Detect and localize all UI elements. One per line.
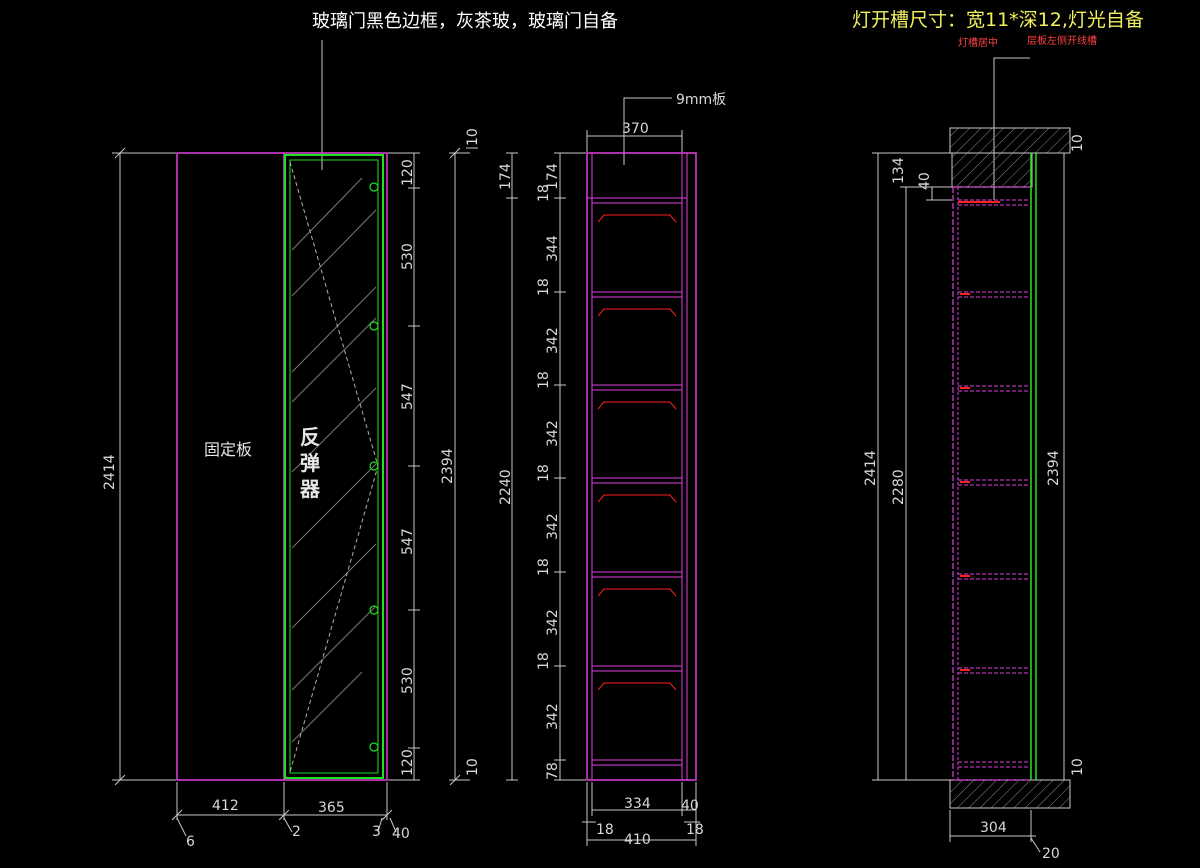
- front-inner-height-dim: [449, 147, 478, 786]
- rebound-device-label: 反 弹 器: [299, 425, 321, 501]
- side-total-width: 410: [624, 832, 651, 848]
- side-view: 370 174 18 344 18 342 18 342 18 342 18 3…: [536, 121, 704, 848]
- section-top-box-dim: 134: [891, 157, 907, 184]
- side-light-slots: [597, 214, 677, 691]
- section-height-right: 2394: [1046, 450, 1062, 486]
- front-height-dim: [112, 147, 176, 786]
- front-top-gap: 174: [498, 163, 514, 190]
- door-seg-4: 547: [400, 528, 416, 555]
- side-vdim-7: 342: [545, 420, 561, 447]
- section-bottom-width: 304: [980, 820, 1007, 836]
- side-vdim-6: 18: [536, 371, 552, 389]
- front-right-height-dim: [506, 152, 518, 781]
- door-seg-1: 120: [400, 159, 416, 186]
- fixed-panel-label: 固定板: [204, 440, 252, 459]
- door-seg-5: 530: [400, 667, 416, 694]
- front-inner-height: 2394: [440, 448, 456, 484]
- section-height-inner: 2280: [891, 469, 907, 505]
- front-bottom-offset: 10: [465, 758, 481, 776]
- section-top-block: [949, 127, 1071, 154]
- side-vdim-3: 344: [545, 235, 561, 262]
- side-vdim-4: 18: [536, 278, 552, 296]
- front-bottom-dim-2: 2: [292, 824, 301, 840]
- side-inner-width: 334: [624, 796, 651, 812]
- front-view: 固定板 反 弹 器: [102, 128, 518, 850]
- section-bottom-offset: 10: [1070, 758, 1086, 776]
- section-bottom-gap: 20: [1042, 846, 1060, 862]
- board-leader: [623, 97, 672, 165]
- section-height-total: 2414: [863, 450, 879, 486]
- side-outer-frame: [586, 152, 697, 781]
- section-top-offset: 10: [1070, 134, 1086, 152]
- door-seg-6: 120: [400, 749, 416, 776]
- side-width-top: 370: [622, 121, 649, 137]
- side-shelves: [591, 197, 683, 766]
- section-right-dims: [1036, 152, 1070, 781]
- side-vdim-14: 78: [545, 762, 561, 780]
- section-left-dims: [872, 152, 952, 781]
- section-bottom-dims: [949, 810, 1041, 853]
- side-top-dim: [586, 130, 683, 152]
- side-vdim-13: 342: [545, 703, 561, 730]
- board-note: 9mm板: [676, 92, 726, 108]
- rebound-char-3: 器: [299, 477, 321, 501]
- front-top-offset: 10: [465, 128, 481, 146]
- side-vdim-12: 18: [536, 652, 552, 670]
- front-bottom-dim-3: 3: [372, 824, 381, 840]
- section-carcass: [952, 186, 1032, 781]
- front-width-left: 412: [212, 798, 239, 814]
- side-right-gap: 40: [681, 798, 699, 814]
- rebound-char-1: 反: [300, 425, 320, 449]
- door-seg-2: 530: [400, 243, 416, 270]
- side-vdim-2: 18: [536, 184, 552, 202]
- door-segment-dims: [388, 152, 420, 781]
- side-slot-note: 层板左侧开线槽: [1027, 34, 1097, 47]
- side-vdim-10: 18: [536, 558, 552, 576]
- section-bottom-block: [949, 779, 1071, 809]
- front-right-height: 2240: [498, 469, 514, 505]
- front-bottom-dim-1: 6: [186, 834, 195, 850]
- door-seg-3: 547: [400, 383, 416, 410]
- section-view: 2414 2280 134 40 2394 10 10 304 20: [863, 127, 1086, 862]
- glass-reflection-lines: [291, 177, 377, 743]
- section-light-slots: [958, 201, 1000, 671]
- glass-door-note: 玻璃门黑色边框，灰茶玻，玻璃门自备: [312, 11, 618, 32]
- light-slot-note: 灯开槽尺寸：宽11*深12,灯光自备: [852, 9, 1144, 31]
- light-center-note: 灯槽居中: [958, 36, 998, 49]
- side-vdim-8: 18: [536, 464, 552, 482]
- rebound-char-2: 弹: [300, 451, 320, 475]
- front-bottom-dim-4: 40: [392, 826, 410, 842]
- glass-door-outer: [284, 154, 384, 779]
- side-vdim-5: 342: [545, 327, 561, 354]
- front-width-right: 365: [318, 800, 345, 816]
- side-vertical-dim-line: [554, 152, 586, 781]
- front-height-total: 2414: [102, 454, 118, 490]
- section-top-box: [951, 152, 1033, 188]
- fixed-panel-outline: [176, 152, 388, 781]
- side-left-board: 18: [596, 822, 614, 838]
- side-vdim-11: 342: [545, 609, 561, 636]
- side-vdim-9: 342: [545, 513, 561, 540]
- hinges: [369, 182, 379, 752]
- side-right-board: 18: [686, 822, 704, 838]
- section-slot-depth: 40: [917, 172, 933, 190]
- front-bottom-dims: [171, 782, 397, 837]
- section-shelves: [958, 199, 1030, 768]
- side-bottom-dims: [582, 782, 700, 846]
- side-vdim-1: 174: [545, 163, 561, 190]
